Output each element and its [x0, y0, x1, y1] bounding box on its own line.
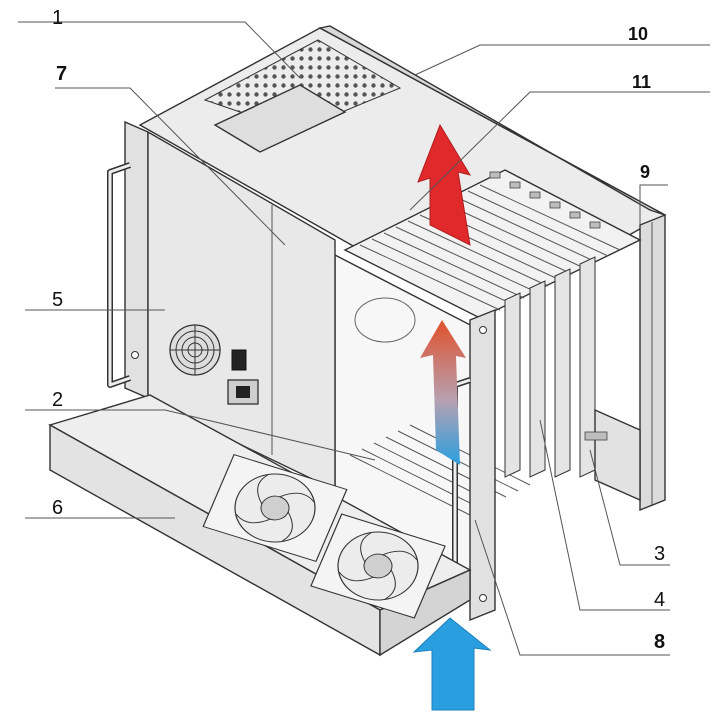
card-connectors — [489, 171, 601, 229]
fan-icon — [169, 324, 221, 376]
callout-7: 7 — [56, 63, 67, 85]
callout-4: 4 — [654, 589, 665, 611]
hot-air-arrow — [417, 123, 472, 246]
power-switch-icon — [231, 349, 247, 371]
callout-11: 11 — [632, 72, 651, 92]
callout-5: 5 — [52, 289, 63, 311]
callout-1: 1 — [52, 7, 63, 29]
power-inlet-icon — [227, 379, 259, 405]
callout-10: 10 — [628, 24, 648, 44]
callout-3: 3 — [654, 543, 665, 565]
leader-lines — [18, 21, 710, 656]
power-supply-panel — [147, 84, 347, 492]
callout-labels: 1 2 3 4 5 6 7 8 9 10 11 — [52, 7, 665, 653]
front-bracket-left — [107, 120, 149, 400]
card-cage — [343, 169, 642, 319]
fan-icon — [202, 453, 348, 563]
callout-6: 6 — [52, 497, 63, 519]
top-vent-grid — [203, 39, 402, 123]
callout-9: 9 — [640, 162, 650, 182]
expansion-cards — [504, 256, 596, 478]
fan-drawer — [48, 394, 472, 657]
fan-icon — [310, 513, 446, 619]
callout-2: 2 — [52, 389, 63, 411]
cool-air-arrow — [412, 617, 492, 711]
airflow-arrow-icon — [412, 123, 492, 711]
mixed-air-arrow — [420, 320, 466, 465]
callout-8: 8 — [654, 631, 665, 653]
rear-panel — [639, 213, 666, 512]
card-slots-upper — [359, 184, 621, 311]
